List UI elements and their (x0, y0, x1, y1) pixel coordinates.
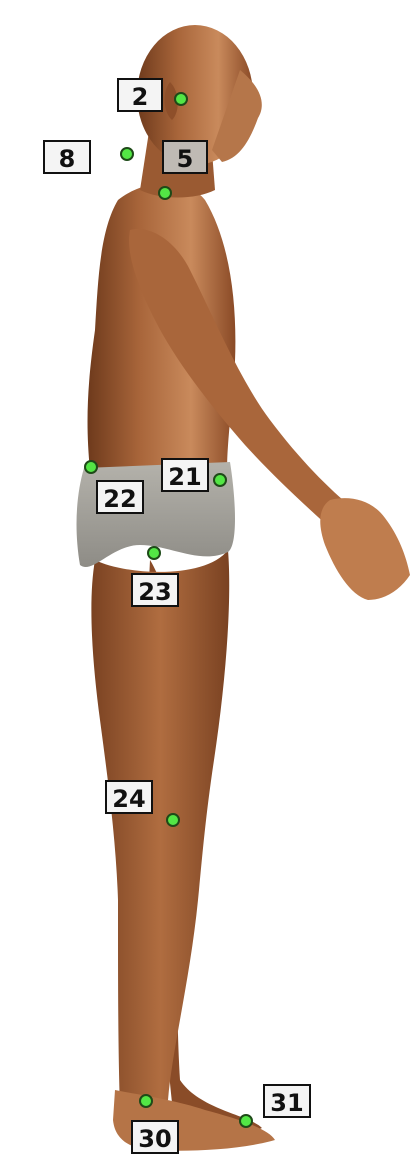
landmark-point-30[interactable] (139, 1094, 153, 1108)
landmark-label-5[interactable]: 5 (162, 140, 208, 174)
landmark-label-8[interactable]: 8 (43, 140, 91, 174)
landmark-label-24[interactable]: 24 (105, 780, 153, 814)
landmark-point-24[interactable] (166, 813, 180, 827)
landmark-point-23[interactable] (147, 546, 161, 560)
landmark-point-2[interactable] (174, 92, 188, 106)
landmark-point-31[interactable] (239, 1114, 253, 1128)
landmark-point-5[interactable] (158, 186, 172, 200)
landmark-label-23[interactable]: 23 (131, 573, 179, 607)
hands-shape (320, 498, 410, 600)
landmark-label-31[interactable]: 31 (263, 1084, 311, 1118)
landmark-label-22[interactable]: 22 (96, 480, 144, 514)
front-leg-shape (91, 550, 229, 1108)
landmark-label-21[interactable]: 21 (161, 458, 209, 492)
landmark-label-2[interactable]: 2 (117, 78, 163, 112)
landmark-point-22[interactable] (84, 460, 98, 474)
landmark-label-30[interactable]: 30 (131, 1120, 179, 1154)
landmark-point-21[interactable] (213, 473, 227, 487)
landmark-point-8[interactable] (120, 147, 134, 161)
